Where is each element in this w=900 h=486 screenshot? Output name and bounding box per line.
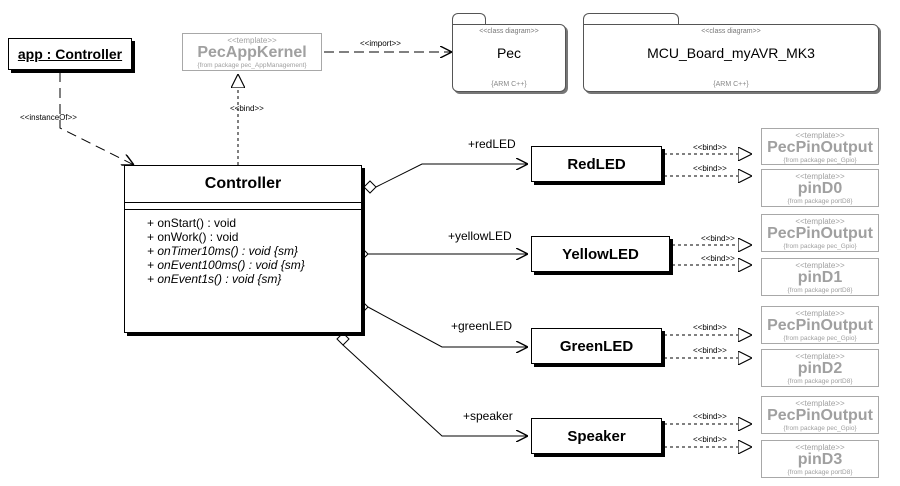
pin-from-package: {from package portD8} — [787, 197, 853, 205]
template-from-package: {from package pec_Gpio} — [783, 334, 857, 342]
template-pin-d1[interactable]: <<template>> pinD1 {from package portD8} — [761, 258, 879, 296]
operation: + onTimer10ms() : void {sm} — [147, 244, 298, 258]
instance-label: app : Controller — [17, 46, 123, 62]
template-name: PecPinOutput — [767, 317, 873, 334]
instance-app-controller[interactable]: app : Controller — [8, 38, 132, 70]
role-redled: +redLED — [468, 137, 516, 151]
instance-of-dependency — [59, 72, 134, 165]
class-yellowled[interactable]: YellowLED — [531, 236, 670, 272]
template-stereotype: <<template>> — [795, 309, 845, 318]
template-stereotype: <<template>> — [795, 131, 845, 140]
template-pec-pin-output[interactable]: <<template>> PecPinOutput {from package … — [761, 396, 879, 434]
operation: + onWork() : void — [147, 230, 239, 244]
speaker-name: Speaker — [567, 427, 626, 445]
bind-label: <<bind>> — [693, 346, 727, 355]
pin-from-package: {from package portD8} — [787, 286, 853, 294]
pin-name: pinD0 — [797, 180, 843, 197]
class-speaker[interactable]: Speaker — [531, 418, 662, 454]
greenled-name: GreenLED — [559, 337, 634, 355]
package-mcu-board[interactable]: <<class diagram>> MCU_Board_myAVR_MK3 {A… — [583, 24, 879, 92]
template-stereotype: <<template>> — [795, 352, 845, 361]
import-label: <<import>> — [360, 39, 401, 48]
template-pin-d3[interactable]: <<template>> pinD3 {from package portD8} — [761, 440, 879, 478]
operation: + onStart() : void — [147, 216, 237, 230]
redled-name: RedLED — [567, 155, 626, 173]
pin-from-package: {from package portD8} — [787, 377, 853, 385]
bind-label: <<bind>> — [693, 323, 727, 332]
operation: + onEvent100ms() : void {sm} — [147, 258, 305, 272]
template-stereotype: <<template>> — [795, 399, 845, 408]
attributes-compartment — [125, 203, 361, 210]
kernel-name: PecAppKernel — [197, 44, 307, 61]
template-pec-pin-output[interactable]: <<template>> PecPinOutput {from package … — [761, 306, 879, 344]
composition-speaker — [336, 332, 528, 436]
bind-label: <<bind>> — [701, 254, 735, 263]
pin-from-package: {from package portD8} — [787, 468, 853, 476]
role-speaker: +speaker — [463, 409, 513, 423]
template-stereotype: <<template>> — [795, 443, 845, 452]
package-pec-stereotype: <<class diagram>> — [479, 28, 539, 35]
role-yellowled: +yellowLED — [448, 229, 512, 243]
package-mcu-stereotype: <<class diagram>> — [701, 28, 761, 35]
package-mcu-footer: {ARM C++} — [713, 81, 749, 88]
operations-compartment: + onStart() : void + onWork() : void + o… — [125, 210, 361, 286]
kernel-from-package: {from package pec_AppManagement} — [197, 61, 307, 69]
template-pin-d2[interactable]: <<template>> pinD2 {from package portD8} — [761, 349, 879, 387]
template-pec-pin-output[interactable]: <<template>> PecPinOutput {from package … — [761, 128, 879, 165]
package-pec-name: Pec — [496, 45, 522, 61]
template-pin-d0[interactable]: <<template>> pinD0 {from package portD8} — [761, 169, 879, 207]
package-pec-tab — [452, 13, 486, 25]
kernel-stereotype: <<template>> — [227, 36, 277, 45]
composition-yellowled — [355, 247, 528, 261]
template-name: PecPinOutput — [767, 407, 873, 424]
template-stereotype: <<template>> — [795, 217, 845, 226]
template-from-package: {from package pec_Gpio} — [783, 424, 857, 432]
template-from-package: {from package pec_Gpio} — [783, 242, 857, 250]
operation: + onEvent1s() : void {sm} — [147, 272, 282, 286]
composition-redled — [363, 164, 528, 194]
package-pec[interactable]: <<class diagram>> Pec {ARM C++} — [452, 24, 566, 92]
bind-label-kernel: <<bind>> — [230, 104, 264, 113]
package-pec-footer: {ARM C++} — [491, 81, 527, 88]
bind-label: <<bind>> — [693, 435, 727, 444]
role-greenled: +greenLED — [451, 319, 513, 333]
class-greenled[interactable]: GreenLED — [531, 328, 662, 364]
controller-name: Controller — [125, 166, 361, 203]
yellowled-name: YellowLED — [562, 245, 639, 263]
pin-name: pinD2 — [797, 360, 843, 377]
instance-of-label: <<instanceOf>> — [20, 113, 77, 122]
template-stereotype: <<template>> — [795, 172, 845, 181]
template-name: PecPinOutput — [767, 139, 873, 156]
bind-label: <<bind>> — [693, 143, 727, 152]
template-stereotype: <<template>> — [795, 261, 845, 270]
template-pec-pin-output[interactable]: <<template>> PecPinOutput {from package … — [761, 214, 879, 252]
bind-label: <<bind>> — [693, 412, 727, 421]
package-mcu-name: MCU_Board_myAVR_MK3 — [647, 45, 815, 61]
class-redled[interactable]: RedLED — [531, 146, 662, 182]
bind-label: <<bind>> — [693, 164, 727, 173]
pin-name: pinD1 — [797, 269, 843, 286]
template-from-package: {from package pec_Gpio} — [783, 156, 857, 164]
class-controller[interactable]: Controller + onStart() : void + onWork()… — [124, 165, 362, 333]
package-mcu-tab — [583, 13, 679, 25]
template-pec-app-kernel[interactable]: <<template>> PecAppKernel {from package … — [182, 33, 322, 71]
bind-label: <<bind>> — [701, 234, 735, 243]
template-name: PecPinOutput — [767, 225, 873, 242]
pin-name: pinD3 — [797, 451, 843, 468]
